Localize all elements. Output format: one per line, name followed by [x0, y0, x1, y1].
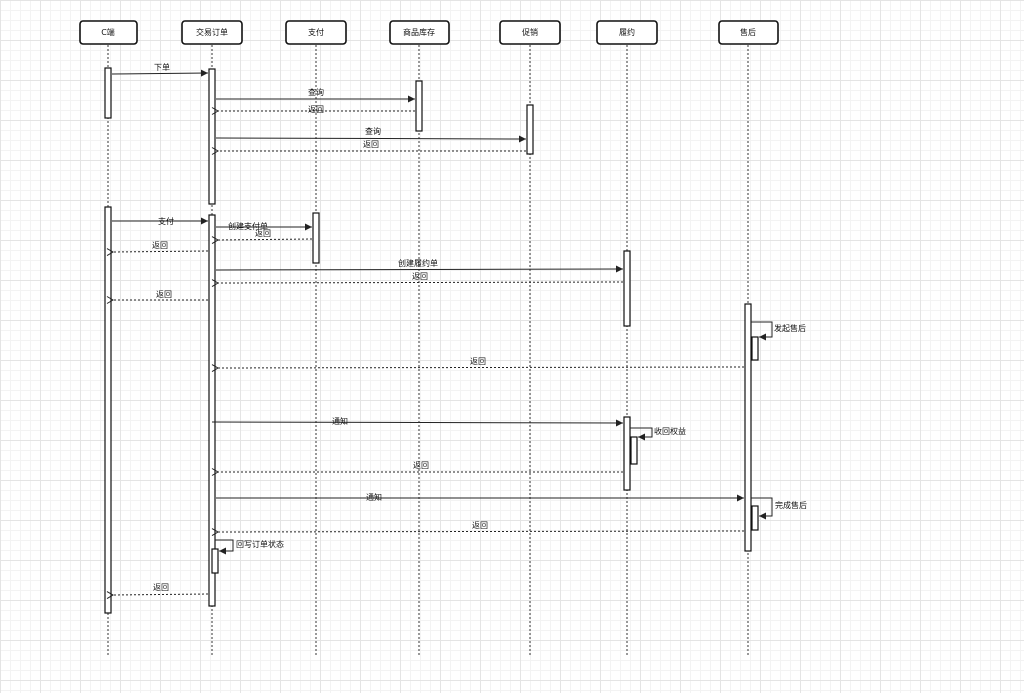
message-label: 返回 — [156, 290, 172, 299]
activation-bar[interactable] — [526, 104, 534, 155]
message-label: 回写订单状态 — [236, 539, 284, 549]
self-message[interactable]: 回写订单状态 — [215, 539, 284, 555]
message-label: 返回 — [308, 105, 324, 114]
activation-bar[interactable] — [104, 206, 112, 614]
activation-bar[interactable] — [630, 436, 638, 465]
participant-label: C端 — [101, 27, 115, 37]
message[interactable]: 返回 — [211, 521, 745, 536]
message[interactable]: 返回 — [211, 461, 623, 476]
message[interactable]: 通知 — [211, 416, 624, 427]
message[interactable]: 创建支付单 — [216, 221, 312, 231]
message[interactable]: 返回 — [211, 272, 624, 287]
activation-bar[interactable] — [751, 505, 759, 531]
message[interactable]: 创建履约单 — [215, 258, 624, 273]
messages: 下单 查询 返回 查询 返回 — [106, 62, 807, 599]
message[interactable]: 查询 — [216, 87, 415, 103]
message-label: 支付 — [158, 216, 174, 226]
message[interactable]: 通知 — [216, 492, 744, 502]
participant-pay[interactable]: 支付 — [285, 20, 347, 45]
activation-bar[interactable] — [104, 67, 112, 119]
message[interactable]: 返回 — [106, 583, 209, 599]
participant-heads: C端 交易订单 支付 商品库存 促销 履约 — [79, 20, 779, 45]
activation-bar[interactable] — [744, 303, 752, 552]
message[interactable]: 返回 — [106, 241, 209, 256]
message-label: 下单 — [154, 62, 170, 72]
participant-label: 售后 — [740, 27, 756, 37]
self-message[interactable]: 发起售后 — [751, 321, 806, 341]
message[interactable]: 返回 — [211, 229, 313, 244]
participant-label: 交易订单 — [196, 27, 228, 37]
message-label: 返回 — [152, 241, 168, 250]
participant-promo[interactable]: 促销 — [499, 20, 561, 45]
message-label: 通知 — [332, 416, 348, 426]
message-label: 返回 — [470, 357, 486, 366]
participant-order[interactable]: 交易订单 — [181, 20, 243, 45]
message-label: 返回 — [412, 272, 428, 281]
message[interactable]: 返回 — [211, 357, 745, 372]
participant-label: 支付 — [308, 27, 324, 37]
self-message[interactable]: 收回权益 — [630, 426, 686, 441]
message-label: 创建履约单 — [398, 258, 438, 268]
participant-label: 商品库存 — [403, 27, 435, 37]
activation-bar[interactable] — [208, 68, 216, 205]
message-label: 通知 — [366, 492, 382, 502]
message[interactable]: 支付 — [112, 216, 208, 226]
lifelines — [107, 45, 749, 657]
participant-after[interactable]: 售后 — [718, 20, 779, 45]
self-message[interactable]: 完成售后 — [751, 497, 807, 520]
participant-fulfil[interactable]: 履约 — [596, 20, 658, 45]
participant-label: 促销 — [522, 27, 538, 37]
activation-bar[interactable] — [208, 214, 216, 607]
message[interactable]: 返回 — [106, 290, 208, 304]
activation-bar[interactable] — [211, 548, 219, 574]
message-label: 返回 — [363, 140, 379, 149]
message-label: 返回 — [413, 461, 429, 470]
participant-stock[interactable]: 商品库存 — [389, 20, 450, 45]
message-label: 收回权益 — [654, 426, 686, 436]
message-label: 发起售后 — [774, 323, 806, 333]
activation-bar[interactable] — [312, 212, 320, 264]
message-label: 返回 — [255, 229, 271, 238]
message-label: 创建支付单 — [228, 221, 268, 231]
message[interactable]: 返回 — [211, 140, 526, 155]
message[interactable]: 返回 — [211, 105, 415, 115]
activation-bar[interactable] — [623, 250, 631, 327]
message-label: 返回 — [472, 521, 488, 530]
message[interactable]: 下单 — [111, 62, 209, 77]
participant-c[interactable]: C端 — [79, 20, 138, 45]
message-label: 查询 — [365, 126, 381, 136]
message-label: 返回 — [153, 583, 169, 592]
message-label: 完成售后 — [775, 500, 807, 510]
participant-label: 履约 — [619, 27, 635, 37]
activation-bar[interactable] — [623, 416, 631, 491]
message-label: 查询 — [308, 87, 324, 97]
message[interactable]: 查询 — [215, 126, 527, 143]
activation-bar[interactable] — [751, 336, 759, 361]
activation-bar[interactable] — [415, 80, 423, 132]
activation-bars — [104, 67, 759, 614]
